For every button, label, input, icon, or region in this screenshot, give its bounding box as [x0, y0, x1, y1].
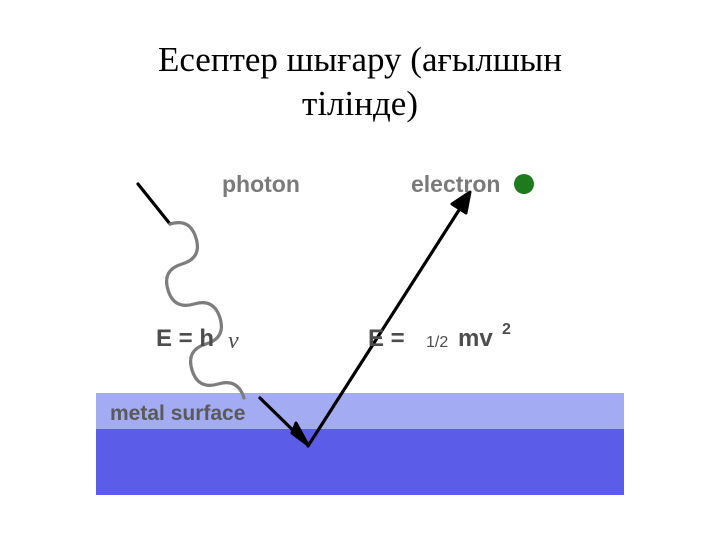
kinetic-energy-prefix: E =	[368, 325, 405, 352]
metal-surface-lower-band	[96, 429, 624, 495]
metal-surface-label: metal surface	[110, 402, 245, 425]
kinetic-energy-formula: E = 1/2 mv 2	[368, 321, 511, 352]
kinetic-energy-rest: mv	[458, 325, 493, 352]
incident-energy-prefix: E = h	[156, 325, 214, 352]
kinetic-energy-exponent: 2	[502, 321, 511, 338]
electron-ray	[306, 190, 472, 448]
photon-arrowhead	[290, 421, 310, 447]
photoelectric-effect-diagram: photon electron E = h ν E = 1/2 mv 2 met…	[96, 150, 624, 495]
electron-label: electron	[411, 171, 500, 197]
incident-energy-symbol: ν	[228, 328, 239, 354]
metal-surface-top-band	[96, 393, 624, 429]
photon-ray	[136, 182, 310, 447]
photon-wave	[165, 221, 246, 400]
incident-energy-formula: E = h ν	[156, 325, 239, 354]
kinetic-energy-fraction: 1/2	[426, 334, 448, 351]
photon-label: photon	[222, 171, 300, 197]
electron-dot-icon	[514, 174, 534, 194]
electron-arrowhead	[450, 190, 472, 215]
page-title: Есептер шығару (ағылшын тілінде)	[157, 40, 563, 123]
